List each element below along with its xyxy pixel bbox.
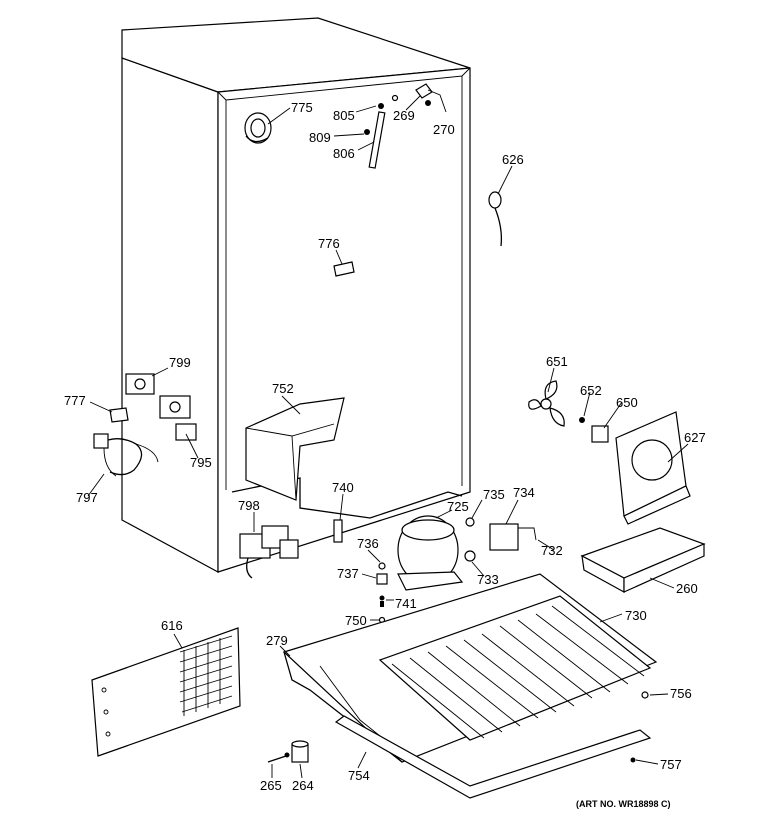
- label-650: 650: [616, 395, 638, 410]
- label-752: 752: [272, 381, 294, 396]
- label-732: 732: [541, 543, 563, 558]
- part-776: [333, 261, 355, 277]
- label-264: 264: [292, 778, 314, 793]
- parts-805-806-809: [364, 94, 399, 169]
- condenser-coils: [391, 605, 645, 739]
- label-740: 740: [332, 480, 354, 495]
- label-754: 754: [348, 768, 370, 783]
- label-805: 805: [333, 108, 355, 123]
- label-616: 616: [161, 618, 183, 633]
- part-757: [630, 757, 636, 763]
- cover-grille: [179, 635, 233, 716]
- label-652: 652: [580, 383, 602, 398]
- label-756: 756: [670, 686, 692, 701]
- label-775: 775: [291, 100, 313, 115]
- label-799: 799: [169, 355, 191, 370]
- label-809: 809: [309, 130, 331, 145]
- leader-lines: [87, 95, 689, 779]
- label-269: 269: [393, 108, 415, 123]
- part-797: [93, 433, 159, 477]
- parts-269-270: [415, 83, 447, 113]
- part-616: [91, 627, 241, 757]
- label-730: 730: [625, 608, 647, 623]
- parts-279-730: [282, 573, 658, 763]
- label-737: 737: [337, 566, 359, 581]
- label-260: 260: [676, 581, 698, 596]
- part-754: [334, 715, 652, 799]
- part-798: [239, 525, 299, 579]
- label-733: 733: [477, 572, 499, 587]
- label-626: 626: [502, 152, 524, 167]
- part-777: [109, 407, 129, 423]
- label-795: 795: [190, 455, 212, 470]
- label-798: 798: [238, 498, 260, 513]
- label-734: 734: [513, 485, 535, 500]
- label-270: 270: [433, 122, 455, 137]
- label-279: 279: [266, 633, 288, 648]
- label-735: 735: [483, 487, 505, 502]
- label-651: 651: [546, 354, 568, 369]
- label-627: 627: [684, 430, 706, 445]
- part-651: [528, 380, 565, 427]
- part-626: [488, 191, 503, 247]
- art-number: (ART NO. WR18898 C): [576, 799, 671, 809]
- part-775: [244, 112, 272, 144]
- part-627: [615, 411, 691, 525]
- parts-264-265: [267, 740, 309, 763]
- label-725: 725: [447, 499, 469, 514]
- part-799: [125, 373, 197, 441]
- part-725: [397, 515, 464, 591]
- part-752: [245, 397, 345, 501]
- part-733: [464, 550, 476, 562]
- label-757: 757: [660, 757, 682, 772]
- label-736: 736: [357, 536, 379, 551]
- part-260: [580, 527, 706, 594]
- label-797: 797: [76, 490, 98, 505]
- label-265: 265: [260, 778, 282, 793]
- part-740: [333, 519, 343, 543]
- part-735: [465, 517, 475, 527]
- part-756: [641, 691, 649, 699]
- label-777: 777: [64, 393, 86, 408]
- parts-736-737-741: [376, 562, 388, 607]
- label-806: 806: [333, 146, 355, 161]
- label-776: 776: [318, 236, 340, 251]
- part-labels: 775 805 809 806 269 270 626 776 799 777 …: [64, 100, 706, 809]
- parts-650-652: [579, 417, 609, 443]
- label-750: 750: [345, 613, 367, 628]
- label-741: 741: [395, 596, 417, 611]
- part-734: [489, 523, 537, 551]
